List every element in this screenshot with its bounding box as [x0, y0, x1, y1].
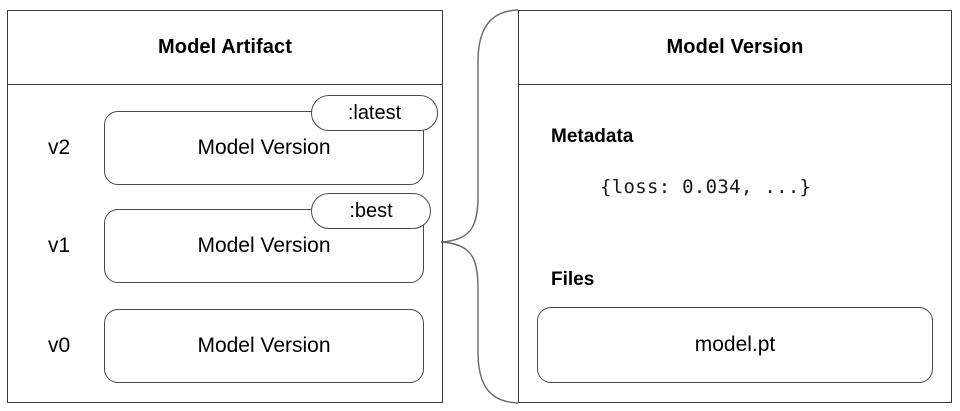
tag-pill-latest[interactable]: :latest: [311, 95, 438, 131]
file-box-label-model-pt: model.pt: [694, 333, 776, 356]
model-version-detail-title: Model Version: [666, 36, 804, 58]
model-version-detail-panel: Model Version Metadata {loss: 0.034, ...…: [518, 10, 952, 403]
files-heading: Files: [551, 269, 595, 290]
model-artifact-body: v2 Model Version :latest v1 Model Versio…: [8, 85, 442, 402]
model-version-box-v0[interactable]: Model Version: [104, 309, 424, 383]
model-artifact-header: Model Artifact: [8, 11, 442, 85]
connector-upper-arm: [440, 9, 519, 243]
version-row-v1: v1 Model Version :best: [8, 193, 442, 283]
version-row-v2: v2 Model Version :latest: [8, 95, 442, 185]
file-box-model-pt[interactable]: model.pt: [537, 307, 933, 383]
model-version-box-label-v0: Model Version: [197, 334, 331, 357]
model-version-box-label-v1: Model Version: [197, 234, 331, 257]
metadata-heading: Metadata: [551, 126, 634, 147]
model-artifact-title: Model Artifact: [158, 36, 292, 58]
tag-pill-best-label: :best: [349, 199, 393, 222]
metadata-value: {loss: 0.034, ...}: [600, 176, 812, 198]
version-label-v2: v2: [48, 136, 71, 159]
version-row-v0: v0 Model Version: [8, 309, 442, 383]
model-artifact-panel: Model Artifact v2 Model Version :latest …: [7, 10, 443, 403]
version-label-v1: v1: [48, 234, 71, 257]
connector-lower-arm: [440, 241, 519, 404]
version-label-v0: v0: [48, 334, 71, 357]
tag-pill-best[interactable]: :best: [311, 193, 431, 229]
model-version-detail-header: Model Version: [519, 11, 951, 85]
model-version-box-label-v2: Model Version: [197, 136, 331, 159]
model-version-detail-body: Metadata {loss: 0.034, ...} Files model.…: [519, 85, 951, 402]
tag-pill-latest-label: :latest: [347, 101, 402, 124]
